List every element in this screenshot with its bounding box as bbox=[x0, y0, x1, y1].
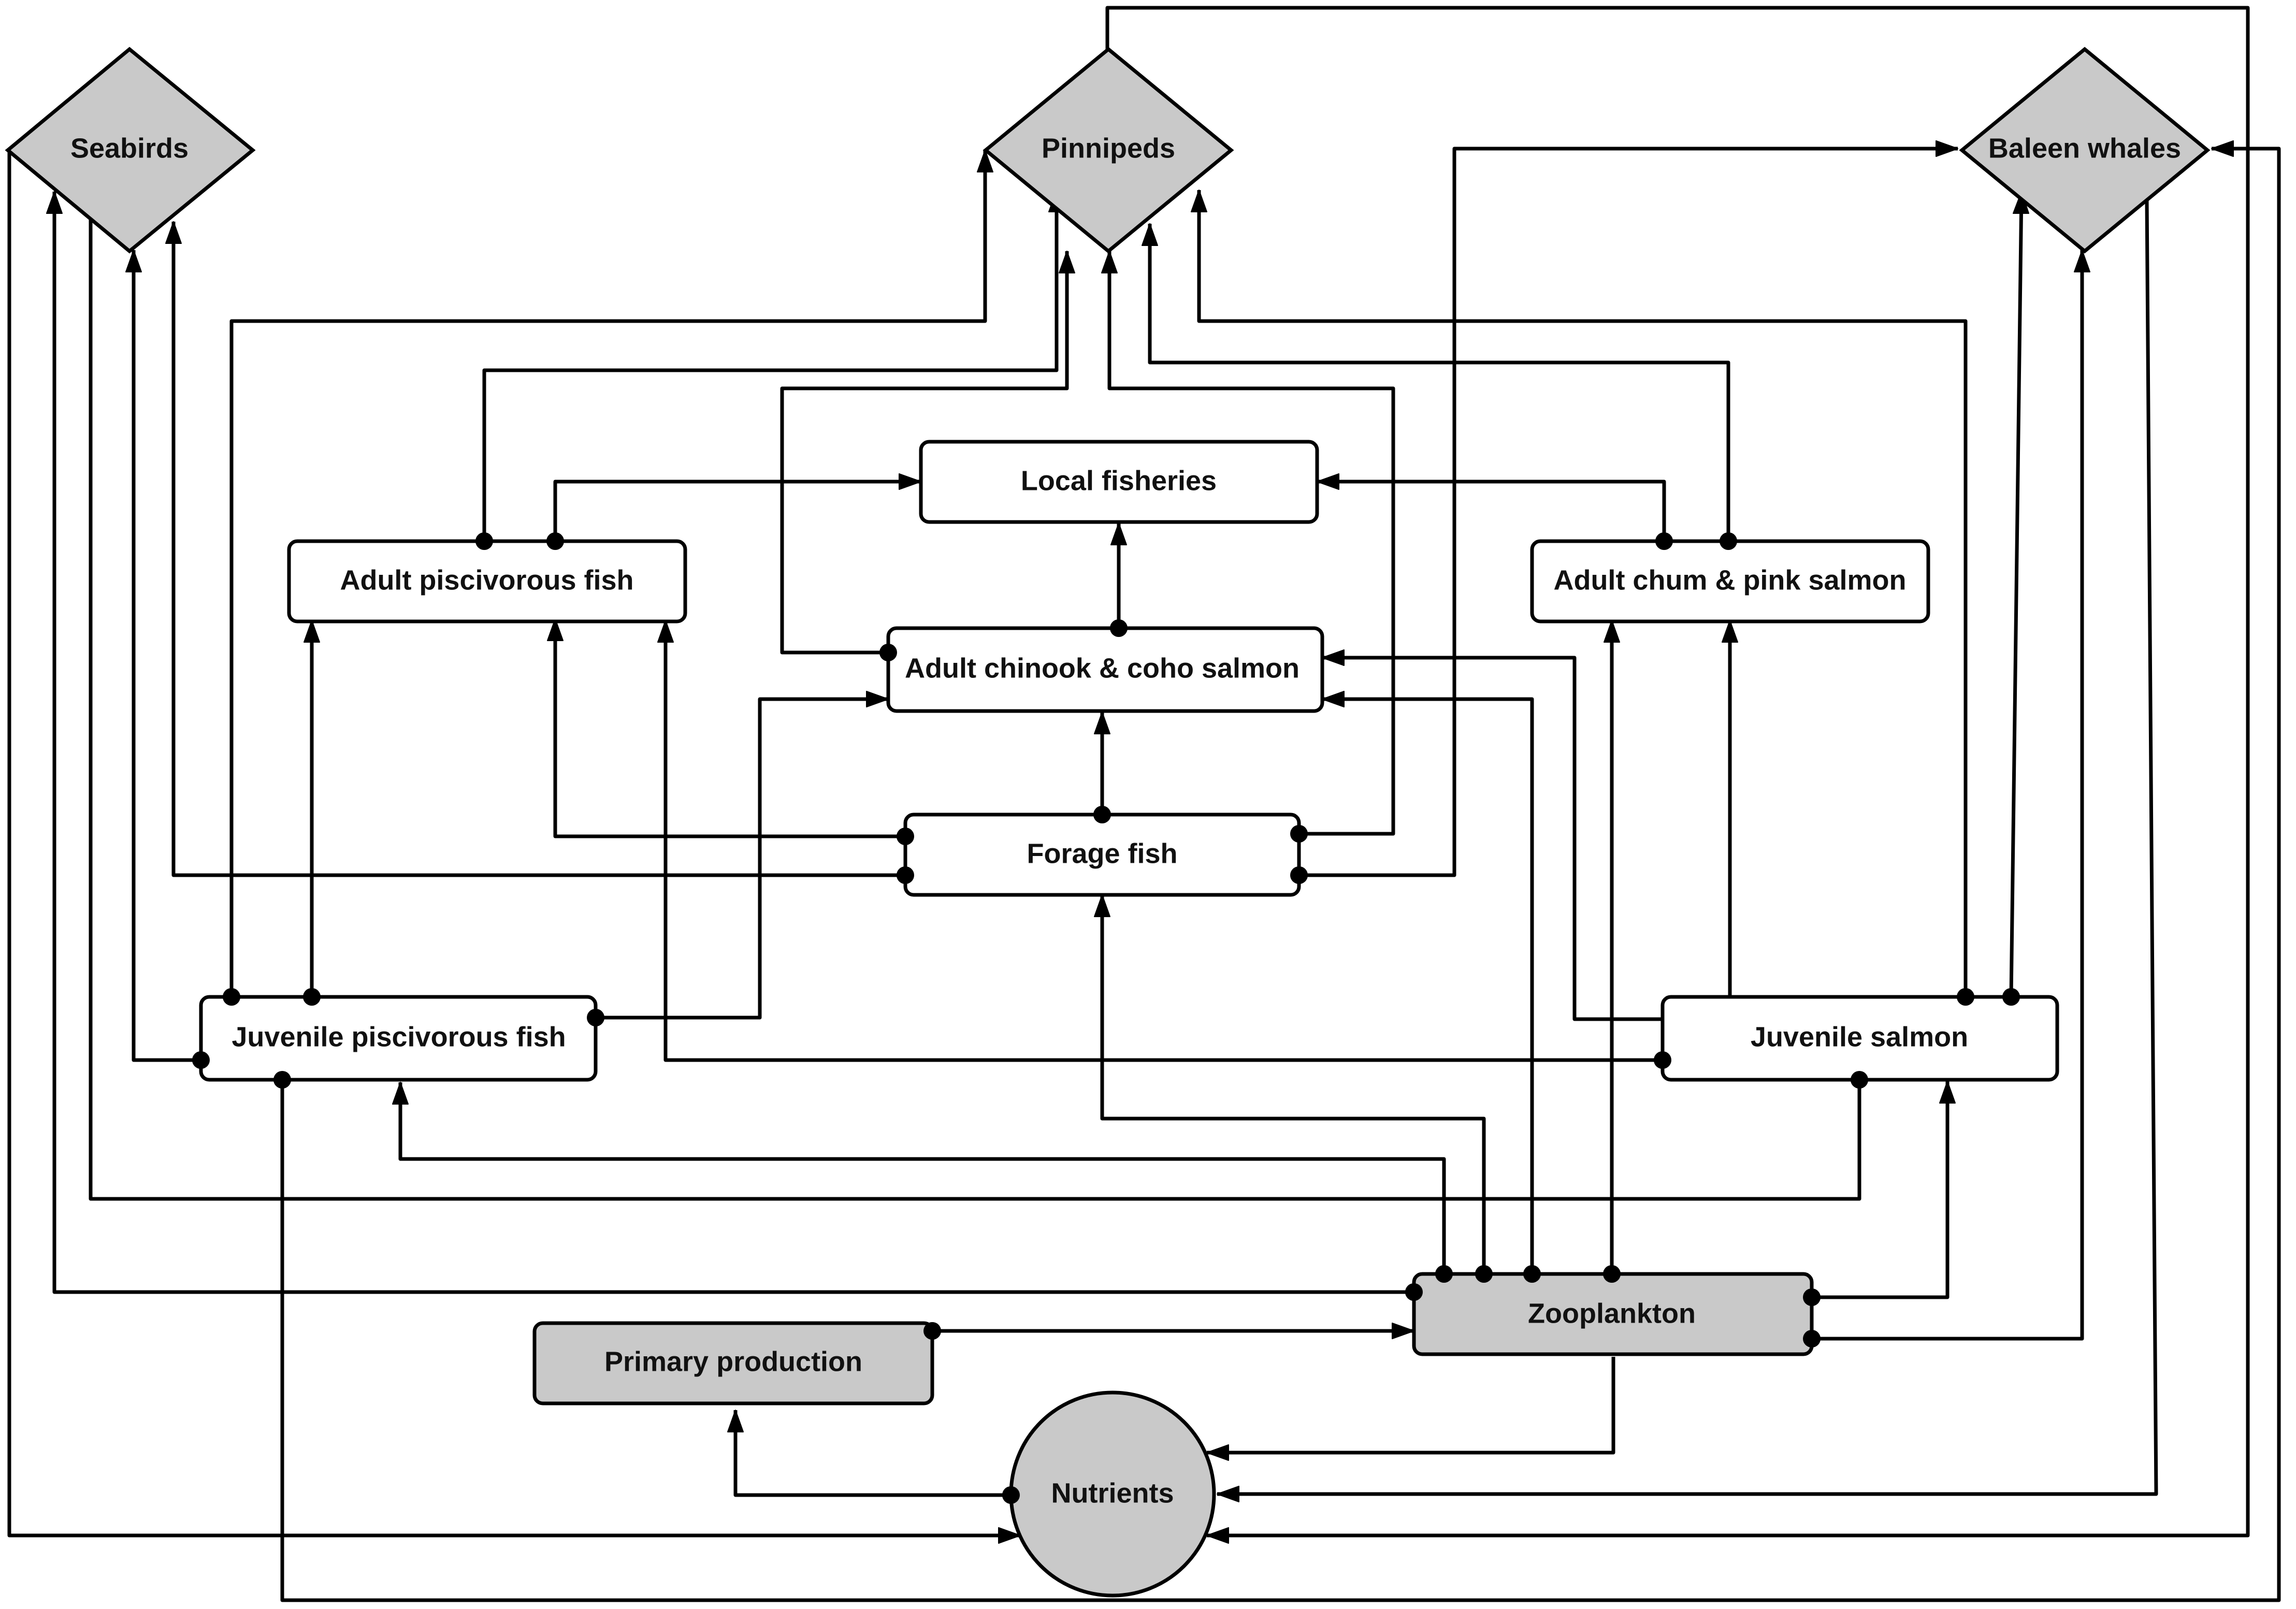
edge-adult-chum-pink-to-local-fisheries bbox=[1317, 473, 1673, 550]
baleen-whales-label: Baleen whales bbox=[1988, 133, 2181, 164]
zooplankton-label: Zooplankton bbox=[1528, 1298, 1696, 1329]
edge-seabirds-to-nutrients bbox=[7, 150, 1021, 1544]
edge-baleen-whales-to-nutrients bbox=[1217, 199, 2158, 1502]
node-juvenile-salmon: Juvenile salmon bbox=[1660, 995, 2059, 1082]
nutrients-label: Nutrients bbox=[1051, 1477, 1174, 1509]
edge-juvenile-piscivorous-fish-to-adult-chinook-coho bbox=[587, 691, 889, 1026]
edge-zooplankton-to-juvenile-salmon bbox=[1803, 1081, 1956, 1306]
pinnipeds-label: Pinnipeds bbox=[1042, 133, 1175, 164]
edge-forage-fish-to-pinnipeds bbox=[1101, 251, 1395, 843]
node-forage-fish: Forage fish bbox=[897, 813, 1308, 897]
node-baleen-whales: Baleen whales bbox=[1959, 47, 2211, 254]
edge-nutrients-to-primary-production bbox=[727, 1410, 1020, 1504]
juvenile-piscivorous-fish-label: Juvenile piscivorous fish bbox=[232, 1021, 566, 1052]
edge-juvenile-piscivorous-fish-to-adult-piscivorous-fish bbox=[303, 620, 321, 1006]
local-fisheries-label: Local fisheries bbox=[1021, 465, 1217, 496]
node-pinnipeds: Pinnipeds bbox=[983, 47, 1234, 254]
adult-piscivorous-fish-label: Adult piscivorous fish bbox=[340, 564, 633, 596]
edge-zooplankton-to-juvenile-piscivorous-fish bbox=[392, 1082, 1453, 1283]
forage-fish-label: Forage fish bbox=[1027, 838, 1177, 869]
node-nutrients: Nutrients bbox=[1009, 1390, 1216, 1598]
edge-zooplankton-to-adult-chum-pink bbox=[1603, 620, 1621, 1283]
edge-juvenile-salmon-to-adult-chinook-coho bbox=[1322, 649, 1663, 1021]
node-primary-production: Primary production bbox=[532, 1321, 934, 1405]
node-juvenile-piscivorous-fish: Juvenile piscivorous fish bbox=[199, 995, 598, 1082]
edge-forage-fish-to-baleen-whales bbox=[1290, 140, 1958, 884]
node-local-fisheries: Local fisheries bbox=[919, 440, 1319, 524]
edge-primary-production-to-zooplankton bbox=[923, 1322, 1414, 1340]
adult-chum-pink-salmon-label: Adult chum & pink salmon bbox=[1553, 564, 1906, 596]
node-seabirds: Seabirds bbox=[5, 47, 256, 254]
edge-juvenile-piscivorous-fish-to-seabirds bbox=[125, 250, 210, 1069]
node-adult-chinook-coho-salmon: Adult chinook & coho salmon bbox=[886, 626, 1324, 713]
edge-pinnipeds-to-nutrients bbox=[1105, 6, 2250, 1544]
edge-zooplankton-to-adult-chinook-coho bbox=[1322, 691, 1541, 1283]
edge-zooplankton-to-seabirds bbox=[46, 191, 1423, 1301]
node-adult-piscivorous-fish: Adult piscivorous fish bbox=[287, 539, 687, 624]
connector-dots bbox=[192, 532, 2020, 1504]
seabirds-label: Seabirds bbox=[70, 133, 189, 164]
node-adult-chum-pink-salmon: Adult chum & pink salmon bbox=[1530, 539, 1930, 624]
edge-zooplankton-to-nutrients bbox=[1206, 1357, 1615, 1461]
adult-chinook-coho-salmon-label: Adult chinook & coho salmon bbox=[905, 653, 1299, 684]
edge-juvenile-salmon-to-adult-chum-pink bbox=[1722, 620, 1738, 997]
edge-adult-piscivorous-fish-to-local-fisheries bbox=[546, 473, 921, 550]
edge-zooplankton-to-forage-fish bbox=[1094, 894, 1493, 1283]
node-zooplankton: Zooplankton bbox=[1412, 1272, 1814, 1356]
juvenile-salmon-label: Juvenile salmon bbox=[1751, 1021, 1968, 1052]
edge-juvenile-salmon-to-baleen-whales bbox=[2002, 191, 2029, 1006]
primary-production-label: Primary production bbox=[604, 1346, 862, 1377]
